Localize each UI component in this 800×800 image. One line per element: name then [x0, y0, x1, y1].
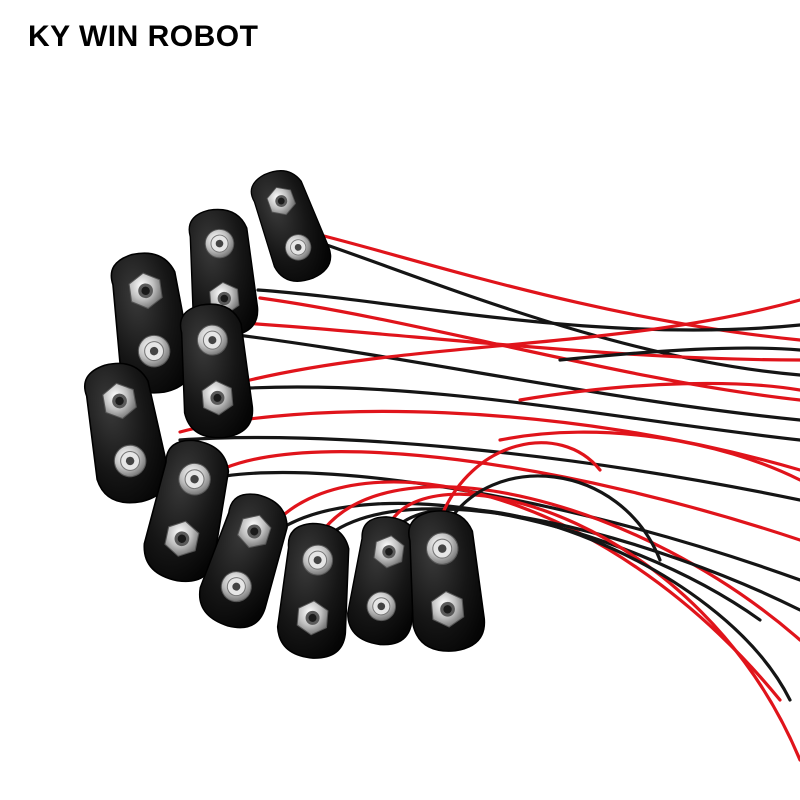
- battery-snap-clip-icon: [83, 362, 169, 504]
- battery-snap-clip-icon: [347, 516, 420, 646]
- hex-snap-terminal-icon: [266, 186, 296, 216]
- round-snap-terminal-icon: [220, 571, 252, 603]
- hex-snap-terminal-icon: [430, 590, 465, 628]
- round-snap-terminal-icon: [366, 591, 397, 622]
- brand-title: KY WIN ROBOT: [28, 20, 259, 53]
- battery-snap-clip-icon: [198, 493, 288, 629]
- black-lead-wire-icon: [248, 385, 800, 442]
- black-lead-wire-icon: [178, 435, 800, 502]
- battery-snap-clip-icon: [408, 510, 486, 652]
- round-snap-terminal-icon: [113, 444, 147, 478]
- hex-snap-terminal-icon: [201, 380, 234, 416]
- black-lead-wire-icon: [328, 507, 800, 612]
- round-snap-terminal-icon: [425, 532, 459, 565]
- round-snap-terminal-icon: [137, 334, 171, 368]
- hex-snap-terminal-icon: [296, 600, 329, 636]
- lead-wires: [178, 233, 800, 762]
- round-snap-terminal-icon: [284, 234, 312, 261]
- red-lead-wire-icon: [178, 409, 800, 472]
- battery-snap-clip-icon: [276, 522, 350, 659]
- round-snap-terminal-icon: [302, 544, 334, 576]
- hex-snap-terminal-icon: [237, 514, 272, 549]
- battery-snap-clip-icon: [250, 170, 332, 282]
- round-snap-terminal-icon: [178, 462, 211, 496]
- red-lead-wire-icon: [390, 492, 800, 762]
- round-snap-terminal-icon: [204, 228, 235, 259]
- battery-snap-clip-icon: [179, 303, 254, 439]
- black-lead-wire-icon: [256, 288, 800, 332]
- red-lead-wire-icon: [258, 296, 800, 402]
- red-lead-wire-icon: [223, 450, 800, 542]
- black-lead-wire-icon: [558, 346, 800, 362]
- battery-snap-clip-icon: [110, 252, 193, 394]
- red-lead-wire-icon: [248, 298, 800, 382]
- hex-snap-terminal-icon: [102, 382, 137, 420]
- battery-clips: [83, 170, 486, 659]
- red-lead-wire-icon: [193, 318, 800, 362]
- red-lead-wire-icon: [438, 441, 602, 522]
- red-lead-wire-icon: [518, 381, 800, 402]
- hex-snap-terminal-icon: [164, 520, 200, 557]
- red-lead-wire-icon: [323, 485, 800, 642]
- black-lead-wire-icon: [316, 240, 800, 377]
- battery-snap-clip-icon: [143, 439, 230, 583]
- red-lead-wire-icon: [498, 430, 800, 482]
- round-snap-terminal-icon: [196, 324, 228, 356]
- black-lead-wire-icon: [444, 474, 662, 562]
- black-lead-wire-icon: [193, 328, 800, 422]
- hex-snap-terminal-icon: [128, 272, 163, 310]
- hex-snap-terminal-icon: [373, 535, 405, 569]
